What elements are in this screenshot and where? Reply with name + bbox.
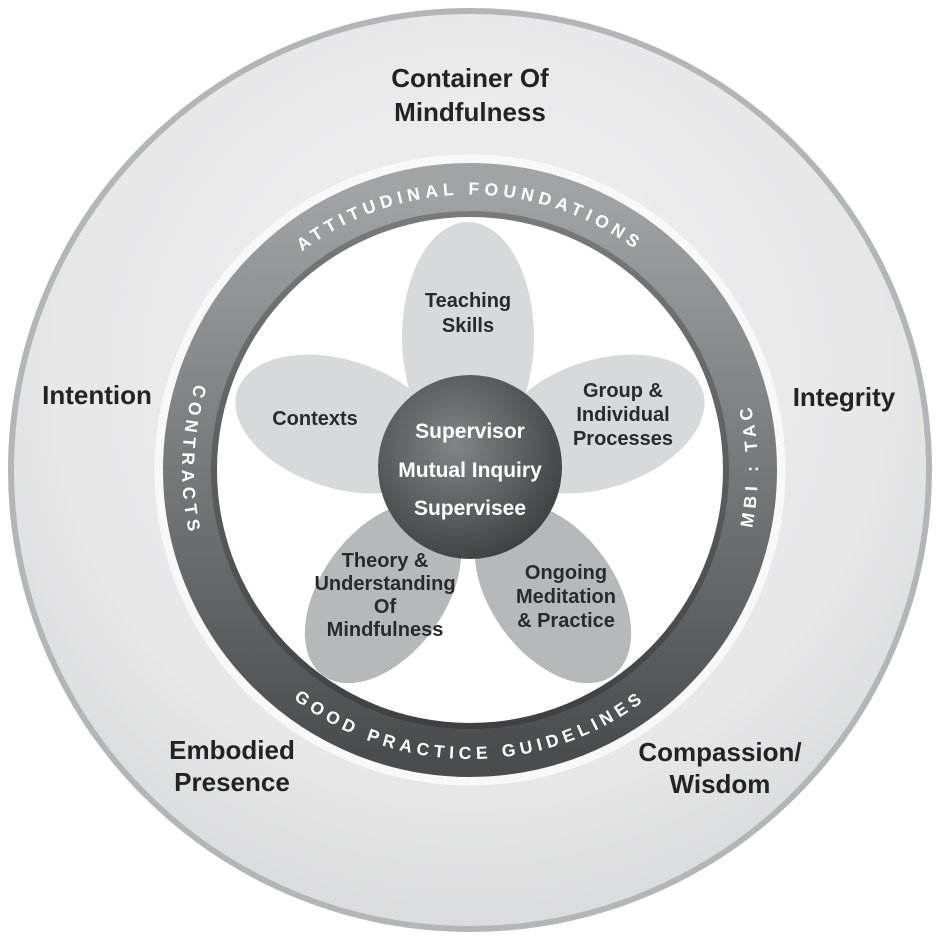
label-embodied-presence-line2: Presence	[174, 767, 290, 797]
label-group-individual-line3: Processes	[573, 428, 673, 450]
label-group-individual-line2: Individual	[576, 404, 669, 426]
label-teaching-skills-line2: Skills	[442, 315, 494, 337]
label-theory-line2: Understanding	[314, 573, 455, 595]
label-supervisor: Supervisor	[415, 420, 525, 443]
label-supervisee: Supervisee	[414, 497, 526, 520]
label-container-of-mindfulness-line2: Mindfulness	[394, 97, 546, 127]
petal-theory-understanding	[304, 502, 462, 684]
label-ongoing-line3: & Practice	[517, 610, 615, 632]
label-teaching-skills-line1: Teaching	[425, 290, 511, 312]
label-integrity: Integrity	[793, 382, 896, 412]
label-ongoing-line1: Ongoing	[525, 562, 607, 584]
label-theory-line3: Of	[374, 596, 397, 618]
ring-outer-halo	[154, 154, 786, 786]
ring-inner-shadow	[211, 211, 729, 729]
label-ongoing-line2: Meditation	[516, 586, 616, 608]
attitudinal-ring	[163, 163, 777, 777]
label-compassion-wisdom-line2: Wisdom	[670, 769, 771, 799]
label-theory-line1: Theory &	[342, 550, 429, 572]
petal-ongoing-meditation	[474, 502, 632, 684]
label-embodied-presence-line1: Embodied	[169, 735, 295, 765]
label-theory-line4: Mindfulness	[327, 619, 444, 641]
center-circle	[378, 375, 562, 559]
label-group-individual-line1: Group &	[583, 380, 663, 402]
label-mutual-inquiry: Mutual Inquiry	[398, 459, 542, 482]
label-compassion-wisdom-line1: Compassion/	[638, 737, 801, 767]
label-contexts: Contexts	[272, 408, 358, 430]
label-container-of-mindfulness-line1: Container Of	[391, 63, 549, 93]
label-intention: Intention	[42, 380, 152, 410]
